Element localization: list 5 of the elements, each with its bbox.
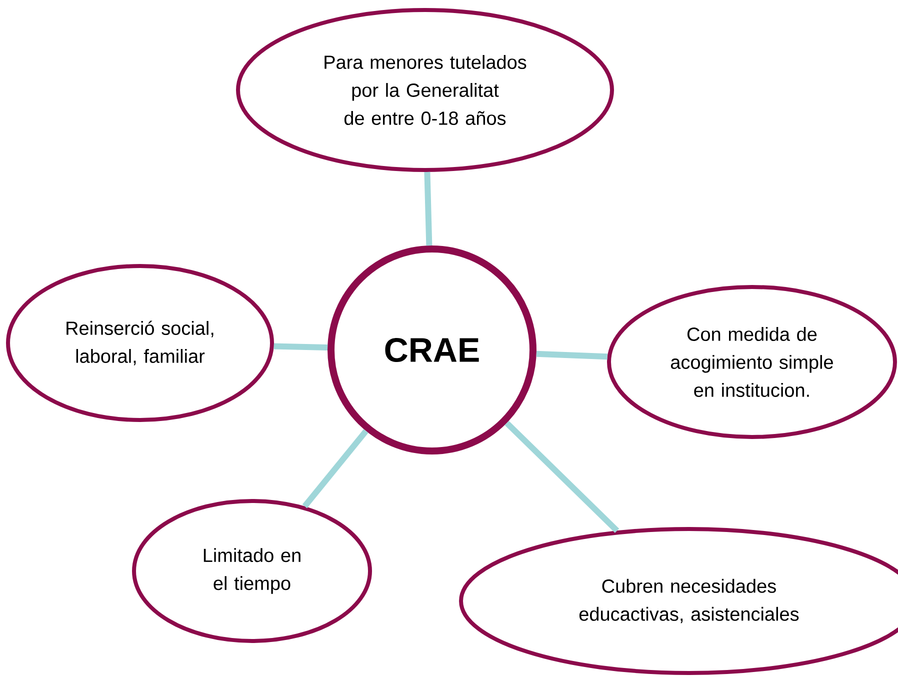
connector-line (504, 420, 620, 533)
connector-line (536, 350, 608, 360)
connector-line (274, 343, 328, 350)
connector-line (302, 429, 368, 508)
connector-line (424, 172, 432, 246)
